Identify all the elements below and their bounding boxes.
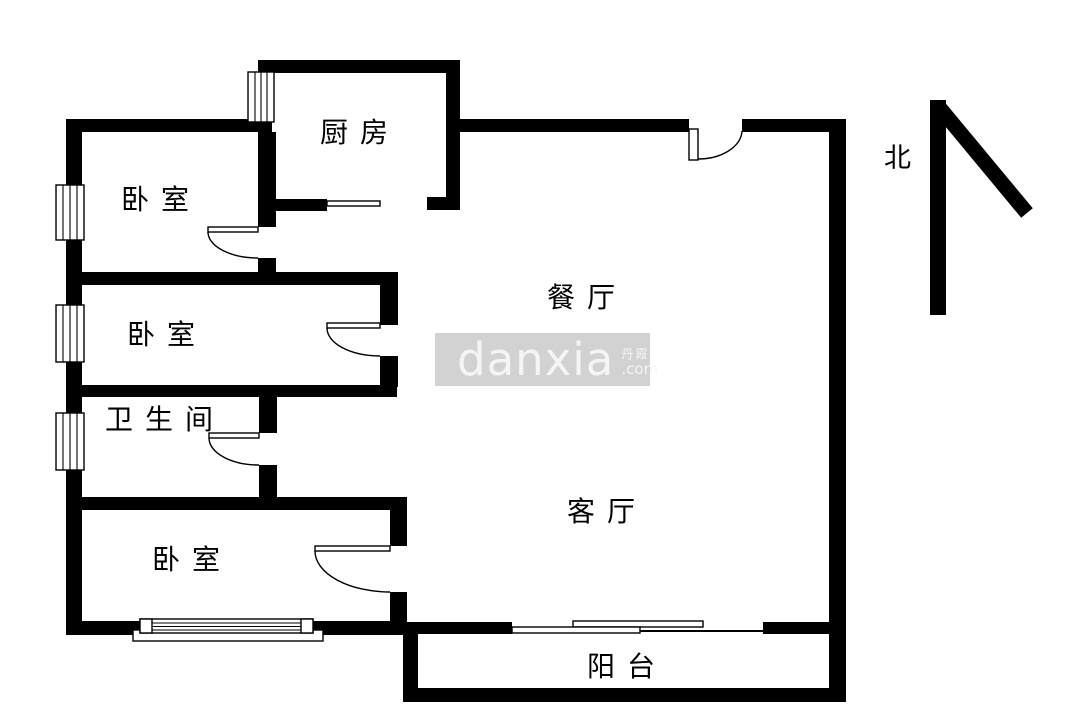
wall-top-right [742, 119, 846, 132]
door-swing-arc [314, 550, 391, 593]
door-swing-arc [208, 437, 260, 466]
door-leaf [208, 432, 260, 439]
sliding-door-symbol-balcony [508, 620, 766, 634]
wall-bedroom2-right-lower [380, 356, 398, 387]
wall-bathroom-right-bottom [259, 465, 277, 497]
door-leaf [326, 322, 381, 329]
walls [66, 60, 846, 702]
wall-bedroom1-right-upper [258, 132, 276, 227]
watermark-side: 丹霞 .com [621, 348, 658, 376]
wall-top-left [66, 119, 272, 132]
north-arrow-icon [930, 100, 1033, 315]
door-symbol-bedroom-middle [326, 322, 381, 357]
room-label-bathroom: 卫生间 [105, 403, 226, 436]
window-symbol-kitchen [247, 71, 275, 123]
sliding-door-leaf [572, 620, 704, 628]
door-symbol-bathroom [208, 432, 260, 466]
wall-kitchen-bottom-left [272, 199, 327, 211]
door-swing-arc [207, 231, 259, 259]
room-label-balcony: 阳台 [587, 650, 668, 683]
room-label-bedroom-bottom: 卧室 [152, 543, 233, 576]
window-mullion [139, 618, 153, 634]
door-symbol-bedroom-bottom [314, 545, 391, 593]
door-swing-arc [697, 130, 743, 160]
wall-kitchen-top [258, 60, 460, 73]
door-leaf [688, 128, 699, 161]
wall-bedroom1-right-stub [258, 258, 276, 273]
wall-bathroom-right-top [259, 397, 277, 433]
wall-bathroom-bottom [66, 497, 407, 510]
watermark-brand-chinese: 丹霞 [621, 347, 650, 362]
sliding-door-symbol-kitchen [326, 200, 381, 207]
door-symbol-bedroom-top [207, 226, 259, 259]
window-mullion [300, 618, 314, 634]
compass-north-label: 北 [884, 143, 911, 174]
door-leaf [207, 226, 259, 233]
window-symbol-bedroom-bottom [132, 618, 324, 642]
wall-living-left-upper [390, 497, 407, 546]
room-label-kitchen: 厨房 [320, 116, 401, 149]
window-symbol-bedroom-middle [55, 304, 85, 363]
wall-bedroom2-right-upper [380, 285, 398, 325]
wall-balcony-bottom [403, 688, 846, 702]
room-label-bedroom-top: 卧室 [121, 183, 202, 216]
watermark-suffix-text: .com [621, 359, 659, 378]
watermark: danxia 丹霞 .com [435, 333, 658, 386]
door-symbol-entry [688, 128, 743, 161]
sliding-door-leaf [326, 200, 381, 207]
wall-top-middle [460, 119, 689, 132]
room-label-dining: 餐厅 [547, 281, 628, 314]
north-arrow-diagonal [933, 102, 1033, 218]
wall-bedroom1-bottom [66, 272, 398, 285]
wall-right-outer [829, 119, 846, 702]
room-label-living: 客厅 [567, 495, 648, 528]
watermark-brand-text: danxia [457, 333, 615, 386]
room-label-bedroom-middle: 卧室 [127, 318, 208, 351]
wall-kitchen-right [446, 60, 460, 210]
wall-living-bottom-right [763, 622, 829, 634]
north-arrow-shaft [930, 100, 946, 315]
door-leaf [314, 545, 391, 552]
sliding-door-leaf [511, 626, 641, 634]
wall-bedroom2-bottom [66, 385, 397, 397]
window-symbol-bedroom-top [55, 184, 85, 241]
wall-kitchen-bottom-stub [427, 197, 460, 210]
wall-living-bottom-left [390, 622, 512, 634]
wall-balcony-left [403, 632, 418, 702]
window-symbol-bathroom [55, 412, 85, 471]
door-swing-arc [326, 327, 381, 357]
